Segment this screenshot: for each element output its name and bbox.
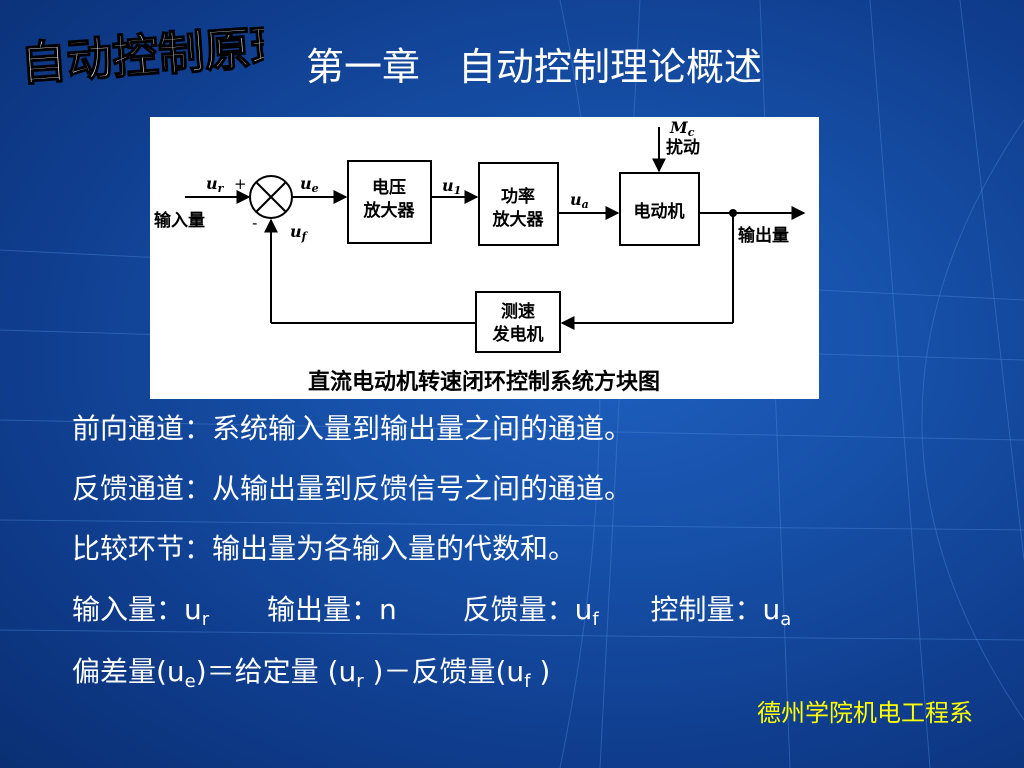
ref-symbol: ur xyxy=(206,174,225,195)
block-diagram-svg: 输入量 ur + - ue uf 电压 放大器 u1 功率 放大器 ua 电动机… xyxy=(154,118,806,395)
u1-symbol: u1 xyxy=(442,176,461,197)
voltage-amp-line2: 放大器 xyxy=(363,200,416,221)
def-term: 比较环节： xyxy=(72,532,213,565)
slide-title: 第一章 自动控制理论概述 xyxy=(306,45,763,89)
quantities-line: 输入量：ur 输出量：n 反馈量：uf 控制量：ua xyxy=(72,593,791,637)
error-symbol: ue xyxy=(300,174,319,195)
disturbance-symbol: Mc xyxy=(669,118,695,139)
output-label: 输出量 xyxy=(738,225,789,246)
def-term: 反馈通道： xyxy=(72,472,213,505)
logo-text: 自动控制原理 xyxy=(19,18,264,91)
input-label: 输入量 xyxy=(154,210,205,231)
def-forward-path: 前向通道：系统输入量到输出量之间的通道。 xyxy=(72,412,632,446)
power-amp-line1: 功率 xyxy=(501,186,535,207)
def-desc: 输出量为各输入量的代数和。 xyxy=(212,532,577,565)
plus-sign: + xyxy=(234,175,247,193)
def-desc: 系统输入量到输出量之间的通道。 xyxy=(212,412,633,445)
feedback-symbol: uf xyxy=(290,222,309,243)
tacho-line2: 发电机 xyxy=(492,324,544,345)
footer-department: 德州学院机电工程系 xyxy=(757,699,973,727)
tacho-line1: 测速 xyxy=(501,301,535,322)
voltage-amp-line1: 电压 xyxy=(372,177,406,198)
power-amp-line2: 放大器 xyxy=(492,209,545,230)
feedback-quantity: 反馈量：uf xyxy=(462,593,599,630)
deviation-formula: 偏差量(ue)＝给定量 (ur )－反馈量(uf ) xyxy=(72,655,551,692)
control-quantity: 控制量：ua xyxy=(650,593,792,630)
input-quantity: 输入量：ur xyxy=(72,593,210,630)
block-diagram: 输入量 ur + - ue uf 电压 放大器 u1 功率 放大器 ua 电动机… xyxy=(150,117,819,399)
def-comparison: 比较环节：输出量为各输入量的代数和。 xyxy=(72,532,576,566)
motor-label: 电动机 xyxy=(634,201,685,222)
output-quantity: 输出量：n xyxy=(266,593,397,626)
disturbance-label: 扰动 xyxy=(666,137,700,158)
ua-symbol: ua xyxy=(570,190,589,211)
def-desc: 从输出量到反馈信号之间的通道。 xyxy=(212,472,633,505)
diagram-caption: 直流电动机转速闭环控制系统方块图 xyxy=(308,369,660,395)
def-term: 前向通道： xyxy=(72,412,213,445)
minus-sign: - xyxy=(252,214,257,232)
branch-point xyxy=(729,209,737,217)
logo-course-name: 自动控制原理 xyxy=(18,17,264,92)
def-feedback-path: 反馈通道：从输出量到反馈信号之间的通道。 xyxy=(72,472,632,506)
